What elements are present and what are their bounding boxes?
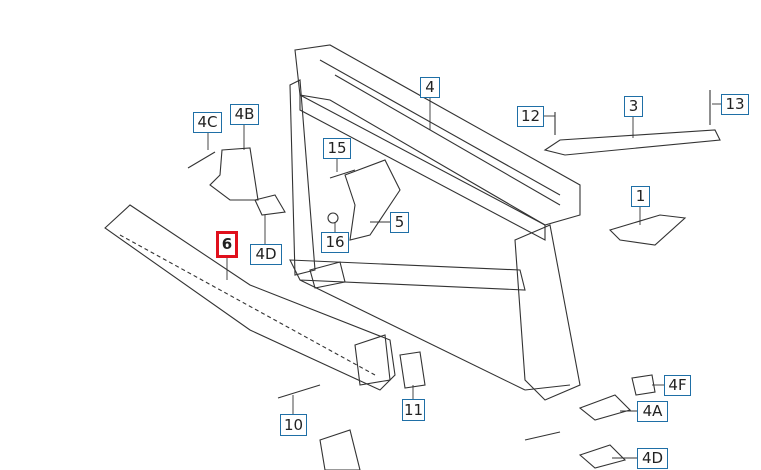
callout-1[interactable]: 1 xyxy=(631,186,650,207)
bracket-1 xyxy=(608,214,687,246)
callout-4c[interactable]: 4C xyxy=(193,112,222,133)
screw xyxy=(524,431,561,441)
bolt-10 xyxy=(277,384,321,399)
front-end-carrier-part-4 xyxy=(289,44,581,401)
bracket-11 xyxy=(399,351,426,389)
callout-4d-bottom[interactable]: 4D xyxy=(637,448,668,469)
callout-16[interactable]: 16 xyxy=(321,232,349,253)
callout-15[interactable]: 15 xyxy=(323,138,351,159)
bolt-15 xyxy=(329,169,356,179)
clip-4d-bottom xyxy=(578,444,627,469)
callout-4f[interactable]: 4F xyxy=(664,375,691,396)
callout-4a[interactable]: 4A xyxy=(637,401,668,422)
callout-4[interactable]: 4 xyxy=(420,77,440,98)
lower-bracket xyxy=(319,429,361,470)
nut-plate-4a xyxy=(578,394,632,421)
lock-bracket-5 xyxy=(344,159,401,241)
callout-4d-top[interactable]: 4D xyxy=(250,244,282,265)
nut-16 xyxy=(327,212,339,224)
leader-lines xyxy=(207,97,721,459)
clip-4d-top xyxy=(254,194,286,216)
callout-10[interactable]: 10 xyxy=(280,414,307,436)
callout-3[interactable]: 3 xyxy=(624,96,643,117)
lower-bracket-part-6 xyxy=(104,204,396,391)
bracket-4b xyxy=(209,147,259,201)
callout-5[interactable]: 5 xyxy=(390,212,409,233)
callout-4b[interactable]: 4B xyxy=(230,104,259,125)
callout-13[interactable]: 13 xyxy=(721,94,749,115)
clip-4f xyxy=(631,374,656,396)
strut-3 xyxy=(543,129,721,156)
rivet-4c xyxy=(187,151,216,169)
callout-12[interactable]: 12 xyxy=(517,106,544,127)
callout-11[interactable]: 11 xyxy=(402,399,425,421)
callout-6-highlighted[interactable]: 6 xyxy=(216,231,238,258)
